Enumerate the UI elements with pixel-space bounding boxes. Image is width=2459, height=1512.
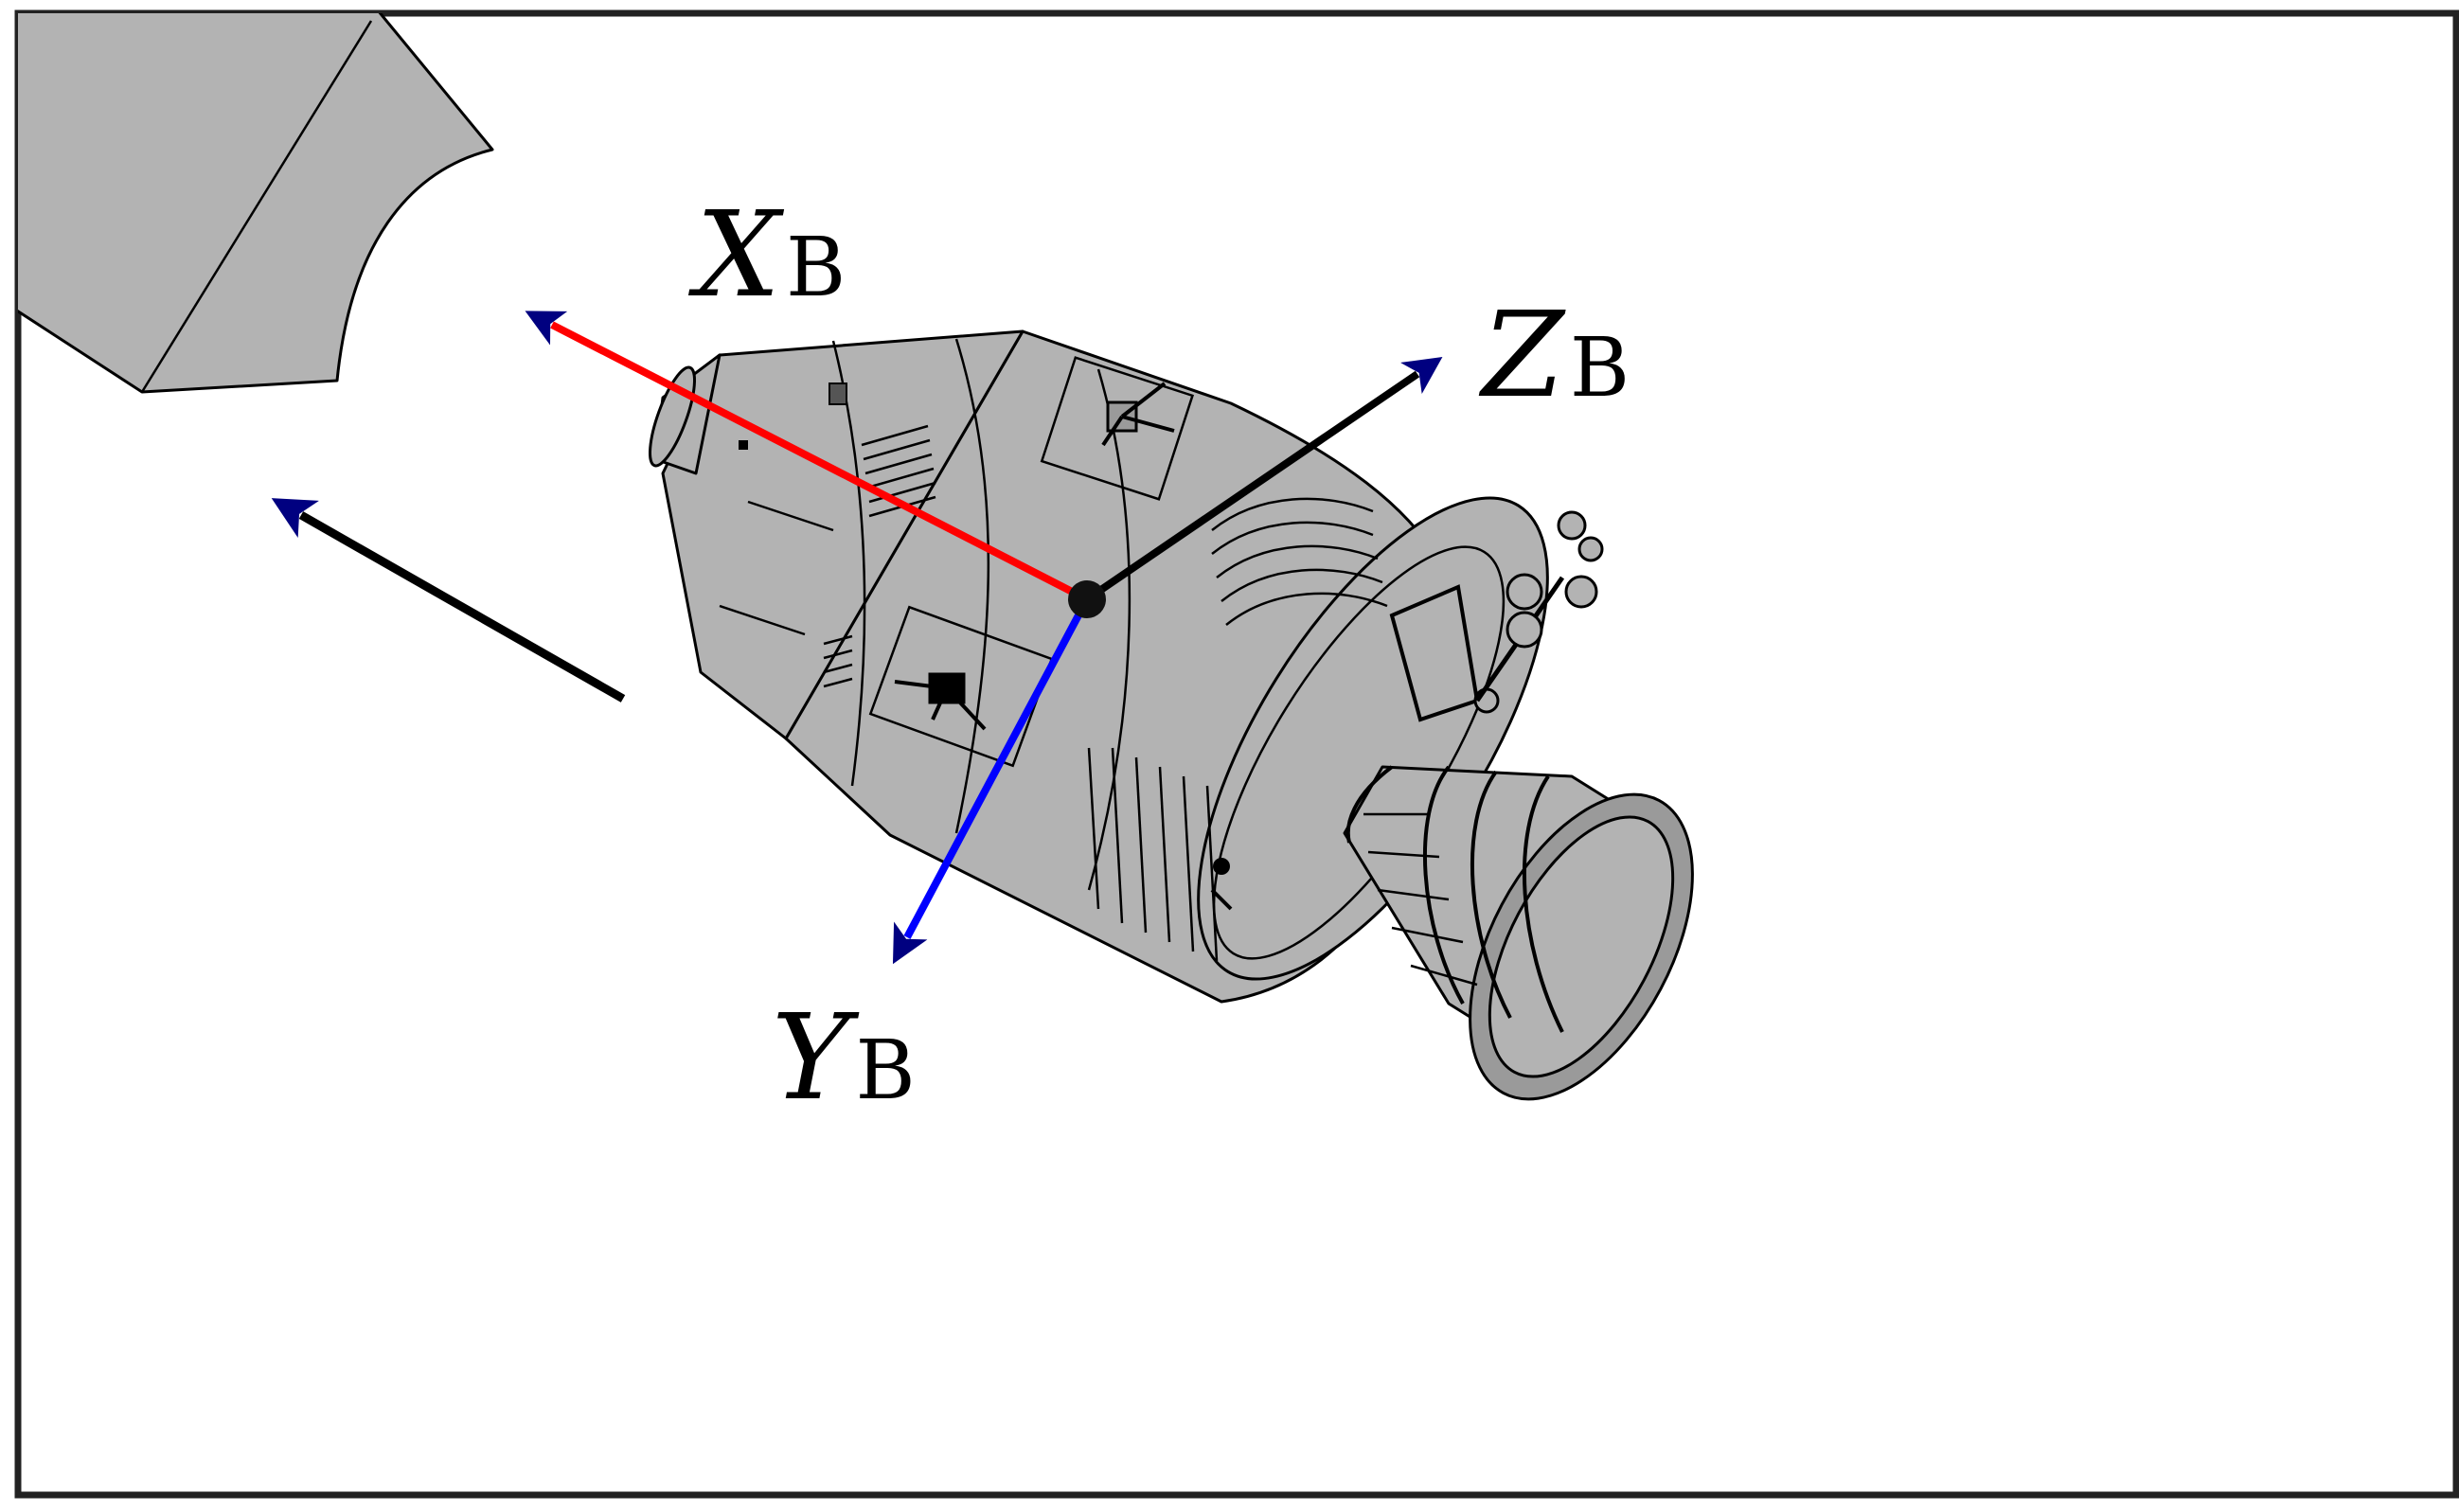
x-axis-label: XB (687, 187, 846, 324)
z-axis-arrow (1084, 356, 1443, 603)
spacecraft-illustration (648, 329, 1694, 1101)
docking-target-vehicle (18, 13, 494, 394)
velocity-arrow (271, 498, 626, 703)
y-axis-arrow (892, 597, 1091, 965)
y-axis-label: YB (772, 989, 916, 1127)
center-of-mass-dot (1068, 580, 1106, 618)
z-axis-label: ZB (1478, 287, 1630, 424)
x-axis-arrow (525, 311, 1089, 603)
